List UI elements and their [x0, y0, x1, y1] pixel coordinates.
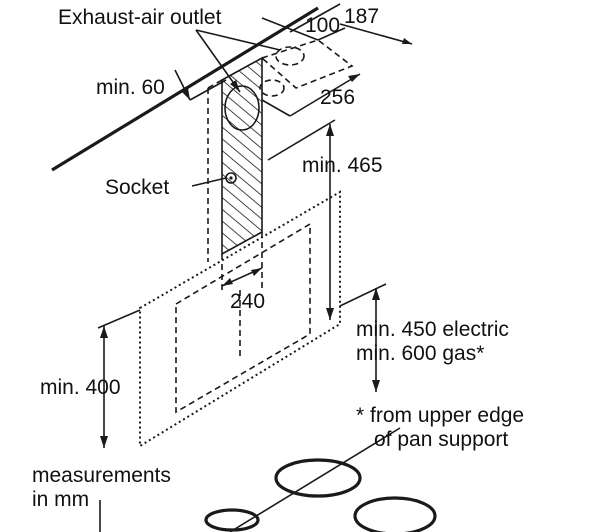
- leader-socket: [191, 177, 227, 187]
- label-dim-187: 187: [344, 5, 379, 28]
- dim-187-line: [339, 23, 413, 45]
- dim-240-arrow-a: [222, 278, 233, 286]
- label-units-line1: measurements: [32, 464, 171, 487]
- leader-exhaust-left: [195, 29, 241, 93]
- label-footnote-line1: * from upper edge: [356, 404, 524, 427]
- exhaust-outlet-circle: [224, 85, 260, 131]
- dim-min465-arrow-top: [326, 124, 334, 136]
- dim-min400-top: [97, 309, 141, 329]
- label-dim-100: 100: [305, 14, 340, 37]
- ceiling-ext-line: [289, 3, 341, 33]
- top-outlet-circle: [275, 46, 305, 66]
- dim-min450-arrow-bottom: [372, 380, 380, 392]
- hood-glass-outline: [175, 222, 311, 414]
- dim-100-ext: [317, 27, 346, 41]
- dim-min450-top: [339, 283, 387, 307]
- leader-exhaust-right: [195, 29, 281, 51]
- dim-187-arrow: [402, 38, 412, 44]
- label-dim-min400: min. 400: [40, 376, 121, 399]
- dim-min465-top: [267, 119, 336, 161]
- label-exhaust-outlet: Exhaust-air outlet: [58, 6, 222, 29]
- dim-256-arrow: [348, 74, 360, 82]
- cooktop-burner-1: [274, 458, 362, 498]
- dim-min400-arrow-bottom: [100, 436, 108, 448]
- label-dim-256: 256: [320, 86, 355, 109]
- cooktop-burner-2: [353, 496, 437, 532]
- cooktop-edge-diag: [229, 427, 401, 532]
- side-outlet-circle: [259, 79, 285, 97]
- dim-min450-arrow-top: [372, 288, 380, 300]
- chimney-top-edge: [207, 79, 223, 89]
- label-footnote-line2: of pan support: [374, 428, 508, 451]
- dim-240-arrow-b: [251, 268, 262, 276]
- top-outlet-box: [260, 39, 354, 89]
- label-socket: Socket: [105, 176, 169, 199]
- leader-exhaust-arrow: [230, 80, 240, 92]
- label-dim-min465: min. 465: [302, 154, 383, 177]
- label-dim-min450-line1: min. 450 electric: [356, 318, 509, 341]
- socket-dot: [229, 176, 233, 180]
- label-units-line2: in mm: [32, 488, 89, 511]
- dim-min60-arrow: [182, 88, 190, 100]
- dim-min60-ext: [189, 79, 227, 101]
- label-dim-min60: min. 60: [96, 76, 165, 99]
- label-dim-min450-line2: min. 600 gas*: [356, 342, 484, 365]
- dim-256-ext-a: [261, 99, 291, 117]
- label-dim-240: 240: [230, 290, 265, 313]
- chimney-mounting-panel: [221, 56, 263, 256]
- dim-100-line: [261, 17, 319, 41]
- dim-min465-arrow-bottom: [326, 308, 334, 320]
- dim-min400-arrow-top: [100, 326, 108, 338]
- cooktop-burner-3: [204, 508, 260, 532]
- dim-256-line: [289, 73, 361, 117]
